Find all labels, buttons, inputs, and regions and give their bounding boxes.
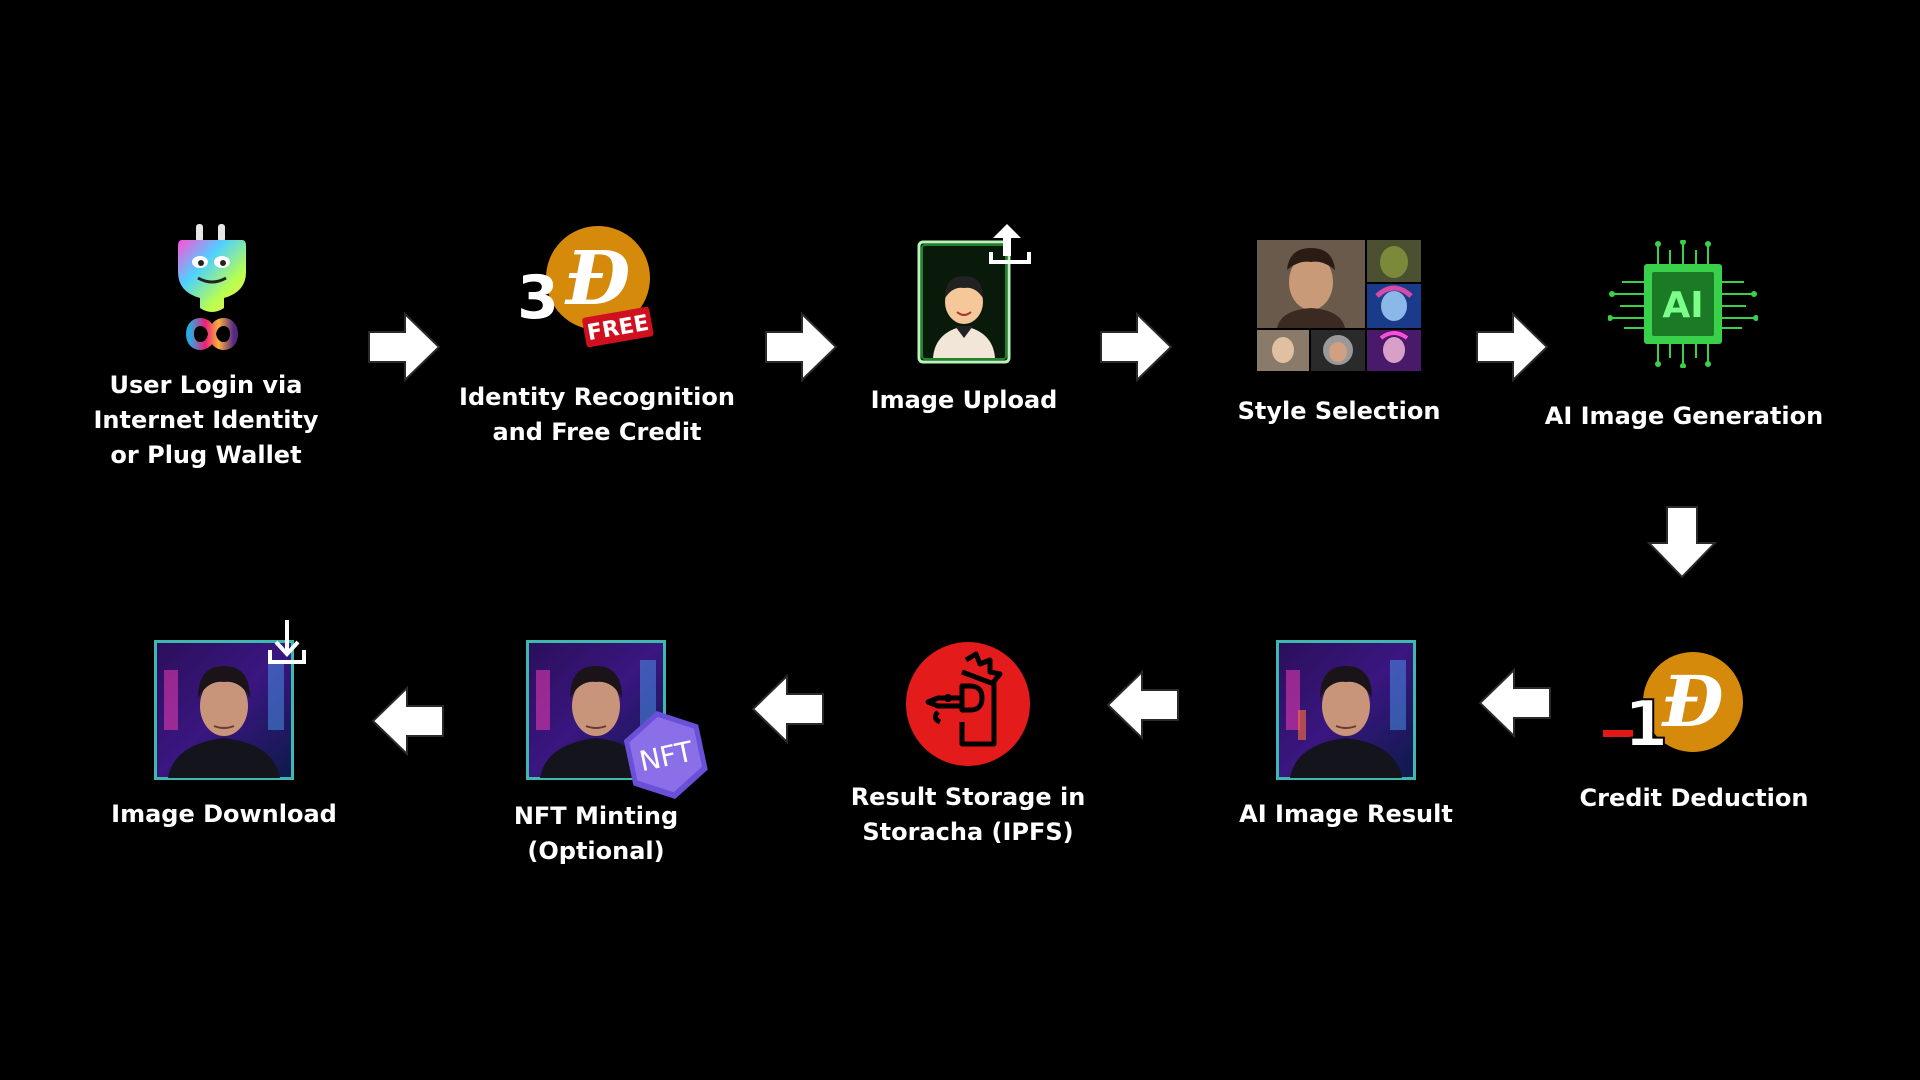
step-download-label: Image Download	[111, 800, 337, 828]
credit-deduction-coin-icon: Ð 1	[1600, 650, 1748, 763]
step-identity-label: Identity Recognition and Free Credit	[459, 383, 735, 446]
step-style-label: Style Selection	[1237, 397, 1441, 425]
svg-text:Ð: Ð	[564, 236, 631, 322]
download-portrait-icon	[154, 618, 324, 780]
arrow-down	[1645, 503, 1719, 585]
svg-text:1: 1	[1624, 688, 1669, 754]
nft-portrait-icon: NFT	[526, 640, 716, 800]
arrow-left-3	[749, 672, 827, 750]
svg-text:3: 3	[517, 263, 559, 333]
arrow-right-3	[1097, 310, 1175, 388]
svg-text:AI: AI	[1662, 285, 1703, 326]
arrow-left-1	[1476, 666, 1554, 744]
style-gallery-icon	[1257, 240, 1421, 371]
step-storage-label: Result Storage in Storacha (IPFS)	[850, 783, 1086, 846]
image-upload-icon	[915, 222, 1037, 366]
arrow-left-2	[1104, 668, 1182, 746]
step-login-label: User Login via Internet Identity or Plug…	[93, 371, 319, 469]
storacha-rooster-icon	[904, 640, 1032, 768]
step-generation-label: AI Image Generation	[1544, 402, 1824, 430]
arrow-right-2	[762, 310, 840, 388]
step-upload-label: Image Upload	[870, 386, 1058, 414]
step-nft-label: NFT Minting (Optional)	[513, 802, 679, 865]
plug-wallet-infinity-icon	[162, 222, 262, 362]
free-credit-coin-icon: Ð FREE 3	[516, 222, 666, 357]
step-result-label: AI Image Result	[1239, 800, 1453, 828]
arrow-left-4	[369, 684, 447, 762]
svg-text:Ð: Ð	[1660, 660, 1723, 743]
arrow-right-1	[365, 310, 443, 388]
arrow-right-4	[1473, 310, 1551, 388]
ai-chip-icon: AI	[1607, 239, 1759, 369]
ai-portrait-icon	[1276, 640, 1416, 780]
download-icon	[268, 620, 306, 664]
step-deduction-label: Credit Deduction	[1579, 784, 1809, 812]
